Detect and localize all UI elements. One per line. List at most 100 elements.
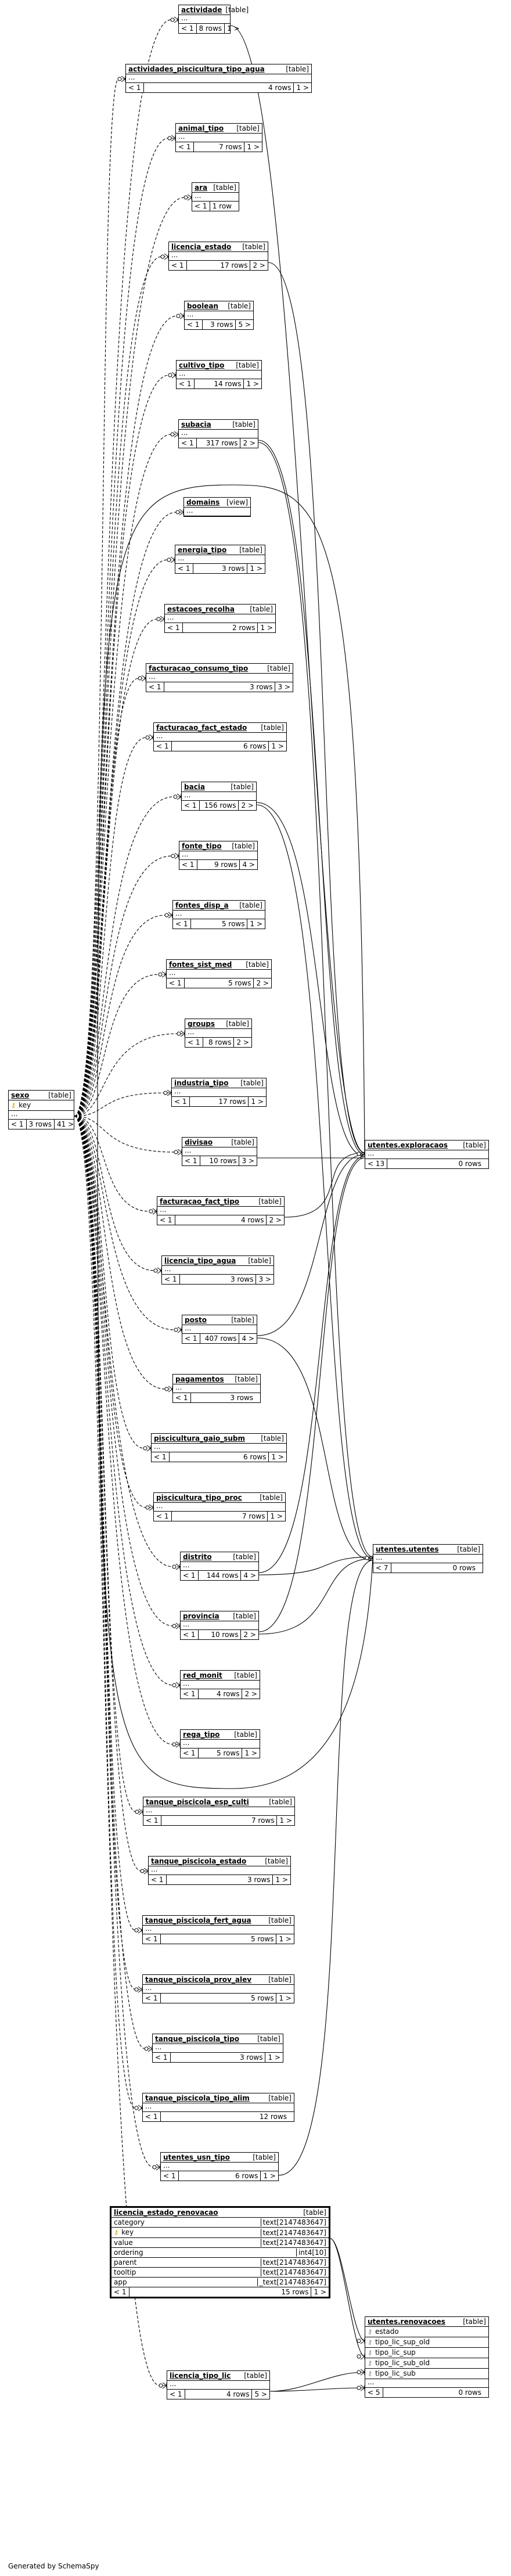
table-name-link[interactable]: posto <box>185 1316 207 1324</box>
table-name-link[interactable]: facturacao_fact_tipo <box>160 1197 240 1206</box>
table-name-link[interactable]: facturacao_consumo_tipo <box>149 664 249 672</box>
table-licencia-estado-renovacao[interactable]: licencia_estado_renovacao[table]category… <box>110 2206 330 2298</box>
column-row[interactable]: ⚷tipo_lic_sup_old <box>365 2337 488 2348</box>
column-row[interactable]: ⚷estado <box>365 2327 488 2337</box>
table-name-link[interactable]: piscicultura_tipo_proc <box>156 1494 242 1502</box>
table-name-link[interactable]: domains <box>186 498 220 506</box>
table-name-link[interactable]: licencia_tipo_lic <box>170 2372 231 2380</box>
table-name-link[interactable]: piscicultura_gaio_subm <box>154 1434 245 1442</box>
column-row[interactable]: ⚷tipo_lic_sup <box>365 2348 488 2358</box>
dashed-relationship-line <box>74 315 184 1117</box>
table-name-link[interactable]: tanque_piscicola_estado <box>151 1857 247 1865</box>
table-name-link[interactable]: divisao <box>185 1138 213 1146</box>
column-row[interactable]: ⚷tipo_lic_sub_old <box>365 2358 488 2369</box>
column-row[interactable]: ⚷tipo_lic_sub <box>365 2369 488 2379</box>
table-name-link[interactable]: groups <box>188 1020 215 1028</box>
table-name-link[interactable]: licencia_tipo_agua <box>164 1257 236 1265</box>
table-name-link[interactable]: tanque_piscicola_prov_alev <box>145 1976 252 1984</box>
table-name-link[interactable]: fontes_disp_a <box>175 901 229 909</box>
table-name-link[interactable]: utentes.exploracaos <box>368 1141 448 1149</box>
table-name-link[interactable]: industria_tipo <box>174 1079 229 1087</box>
table-utentes-renovacoes[interactable]: utentes.renovacoes[table]⚷estado⚷tipo_li… <box>365 2316 489 2398</box>
table-name-link[interactable]: facturacao_fact_estado <box>156 724 247 732</box>
table-name-link[interactable]: ara <box>195 184 208 192</box>
table-name-link[interactable]: pagamentos <box>175 1375 224 1383</box>
table-name-link[interactable]: estacoes_recolha <box>167 605 235 613</box>
table-name-link[interactable]: subacia <box>181 420 211 429</box>
table-domains[interactable]: domains[view]... <box>183 497 251 517</box>
table-actividades-piscicultura-tipo-agua[interactable]: actividades_piscicultura_tipo_agua[table… <box>125 64 312 93</box>
table-name-link[interactable]: tanque_piscicola_esp_culti <box>146 1798 249 1806</box>
table-name-link[interactable]: utentes_usn_tipo <box>163 2153 230 2161</box>
column-row[interactable]: app_text[2147483647] <box>111 2278 329 2287</box>
table-name-link[interactable]: tanque_piscicola_tipo_alim <box>145 2094 250 2102</box>
table-name-link[interactable]: tanque_piscicola_tipo <box>155 2035 239 2043</box>
table-name-link[interactable]: bacia <box>184 783 206 791</box>
table-name-link[interactable]: actividade <box>181 6 222 14</box>
table-name-link[interactable]: sexo <box>11 1091 30 1099</box>
table-name-link[interactable]: rega_tipo <box>183 1730 220 1739</box>
table-name-link[interactable]: fonte_tipo <box>182 842 222 850</box>
table-name-link[interactable]: licencia_estado_renovacao <box>114 2208 218 2217</box>
table-name-link[interactable]: animal_tipo <box>178 124 224 132</box>
table-name-link[interactable]: licencia_estado <box>171 243 232 251</box>
table-name-link[interactable]: actividades_piscicultura_tipo_agua <box>128 65 265 73</box>
table-name-link[interactable]: energia_tipo <box>178 546 227 554</box>
table-name-link[interactable]: distrito <box>183 1553 212 1561</box>
table-name-link[interactable]: provincia <box>183 1612 219 1620</box>
column-row[interactable]: ⚷key <box>9 1100 74 1111</box>
table-name-link[interactable]: tanque_piscicola_fert_agua <box>145 1916 251 1924</box>
table-name-link[interactable]: utentes.renovacoes <box>368 2318 445 2326</box>
table-name-link[interactable]: fontes_sist_med <box>169 960 232 969</box>
table-name-link[interactable]: cultivo_tipo <box>179 361 225 369</box>
table-name-link[interactable]: red_monit <box>183 1671 222 1679</box>
table-name-link[interactable]: utentes.utentes <box>376 1545 439 1553</box>
table-name-link[interactable]: boolean <box>187 302 218 310</box>
